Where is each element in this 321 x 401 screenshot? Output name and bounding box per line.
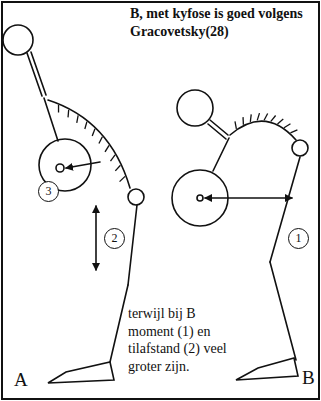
vertebrae-hatching	[59, 105, 298, 182]
vertebra-stroke	[110, 155, 115, 161]
callout-text: 2	[112, 231, 118, 246]
vertebra-stroke	[277, 119, 283, 124]
vertebra-stroke	[67, 110, 69, 118]
vertebra-stroke	[120, 176, 126, 181]
callout-text: 3	[46, 184, 52, 199]
vertebra-stroke	[242, 117, 244, 125]
figure-a	[3, 25, 144, 383]
figure-letter: B	[302, 366, 315, 390]
vertebra-stroke	[77, 115, 78, 122]
vertebra-stroke	[235, 121, 236, 128]
vertebra-stroke	[58, 105, 59, 113]
vertebra-stroke	[85, 122, 87, 129]
vertebra-stroke	[271, 116, 276, 122]
vertebra-stroke	[115, 165, 120, 171]
explanation-note: terwijl bij B moment (1) en tilafstand (…	[128, 305, 228, 375]
callout-number: 2	[104, 228, 125, 249]
vertebra-stroke	[99, 137, 102, 144]
frame	[2, 2, 319, 399]
vertebra-stroke	[92, 129, 95, 136]
vertebra-stroke	[257, 113, 259, 120]
callout-number: 1	[288, 228, 309, 249]
vertebra-stroke	[284, 124, 290, 128]
vertebra-stroke	[290, 130, 297, 133]
heading-note: B, met kyfose is goed volgens Gracovetsk…	[130, 5, 316, 40]
callout-text: 1	[296, 231, 302, 246]
figure-letter: A	[14, 368, 28, 392]
vertebra-stroke	[264, 114, 268, 121]
vertebra-stroke	[105, 145, 109, 151]
vertebra-stroke	[250, 114, 252, 122]
callout-number: 3	[38, 181, 59, 202]
